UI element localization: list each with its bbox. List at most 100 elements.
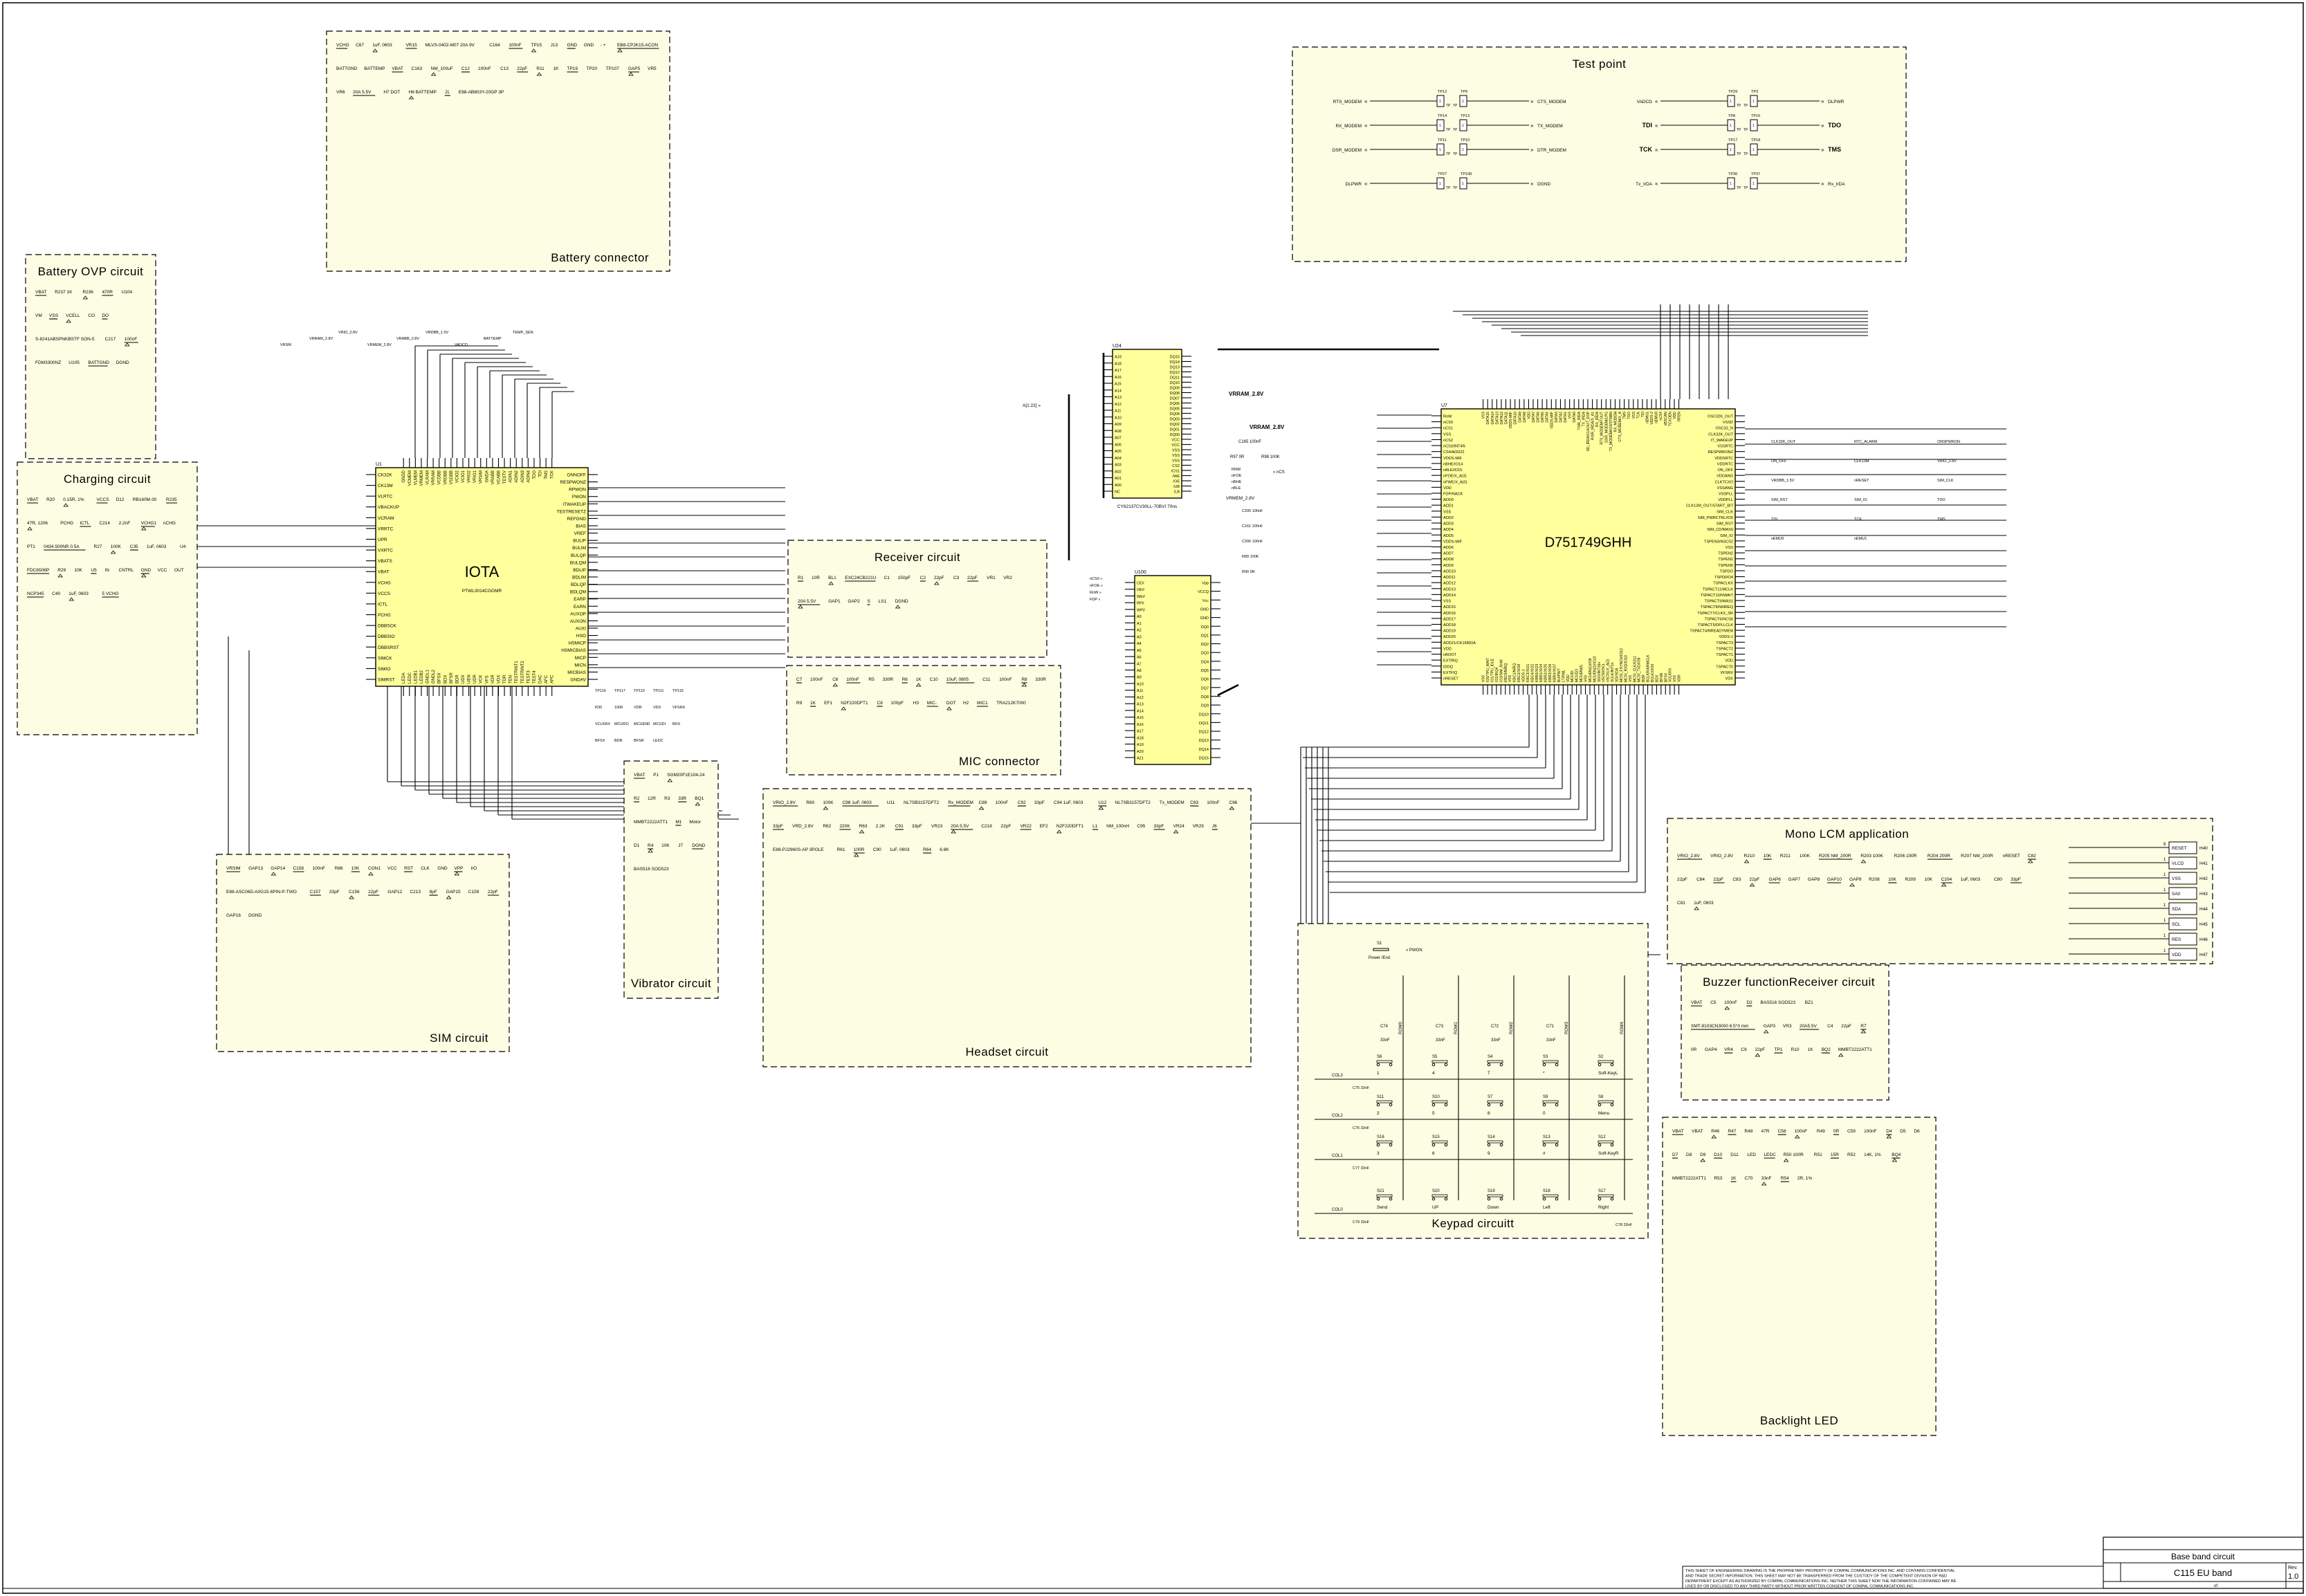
component-label: D6 <box>1914 1129 1920 1134</box>
component-label: D5 <box>1900 1129 1906 1134</box>
pin-label: CLKTCXO <box>1715 480 1734 484</box>
pin-label: VCIO1 <box>461 470 466 483</box>
component-label: 22pF <box>967 576 978 580</box>
pin-label: A17 <box>1115 369 1122 373</box>
component-label: R211 <box>1780 854 1791 859</box>
switch-contact <box>1542 1197 1546 1201</box>
component-label: J7 <box>678 843 683 848</box>
pin-label: A04 <box>1115 457 1122 461</box>
switch-contact <box>1487 1143 1491 1147</box>
chip-ref: U7 <box>1441 403 1447 408</box>
pin-label: TSPACT5/DPLLCLK <box>1698 623 1733 627</box>
pin-label: VSSPLL <box>1719 492 1733 496</box>
notice-line: USED BY OR DISCLOSED TO ANY THIRD PARTY … <box>1685 1585 1914 1589</box>
component-label: GAP8 <box>1808 877 1820 882</box>
component-label: C70 <box>1745 1176 1753 1181</box>
component-label: VBAT <box>1691 1000 1703 1005</box>
component-label: C158 <box>293 866 304 871</box>
component-label: C67 <box>356 43 364 48</box>
switch-contact <box>1598 1063 1602 1067</box>
pin-label: VLMEM <box>414 470 418 485</box>
connector-pad <box>2168 856 2197 870</box>
component-label: D10 <box>1714 1153 1722 1157</box>
pin-label: GND <box>1200 607 1209 612</box>
ground-icon <box>1941 883 1947 887</box>
net-label: TDI <box>1642 122 1653 129</box>
pin-label: ADD18 <box>1443 623 1456 627</box>
pin-label: KBC1/NIRQ <box>1513 663 1517 682</box>
pin-number: 1 <box>1730 100 1732 104</box>
net-label: VRRAM_2.8V <box>1250 424 1285 430</box>
pin-label: TDI <box>539 470 543 477</box>
component-label: 33pF <box>773 824 783 829</box>
switch-icon <box>1431 1140 1448 1144</box>
net-label: TDO <box>1828 122 1841 129</box>
component-label: R53 <box>1714 1176 1722 1181</box>
pin-label: VSS <box>1172 449 1180 453</box>
component-label: C35 <box>130 544 138 549</box>
capacitor-ref: C76 33nF <box>1353 1126 1370 1130</box>
pin-label: TSPACT6/NCS6 <box>1705 617 1733 621</box>
ground-icon <box>853 853 859 857</box>
pin-label: MCSI_CLK/IO11 <box>1633 656 1637 682</box>
pin-label: TMS <box>1623 411 1627 419</box>
component-label: TP1 <box>1774 1047 1782 1052</box>
component-label: DOT <box>946 701 956 706</box>
ground-icon <box>66 319 71 323</box>
ground-icon <box>628 72 634 76</box>
pin-label: VRIO1 <box>473 470 477 483</box>
test-point-ref: TP9 <box>1461 90 1467 94</box>
pin-label: DQ01 <box>1170 428 1180 432</box>
component-label: C214 <box>100 521 111 526</box>
pin-label: VSS <box>1443 600 1451 604</box>
component-label: GAP6 <box>1769 877 1782 882</box>
component-label: CNTRL <box>119 568 134 573</box>
switch-contact <box>1487 1063 1491 1067</box>
component-label: ICTL <box>80 521 89 526</box>
component-label: GAP9 <box>1849 877 1862 882</box>
pin-label: CS4/ADD22 <box>1443 450 1464 455</box>
net-label: nFOE <box>1232 474 1242 478</box>
component-label: R51 <box>1814 1153 1822 1157</box>
switch-contact <box>1487 1103 1491 1107</box>
component-label: VBAT <box>392 66 403 71</box>
pin-label: LT/PWL <box>1562 670 1566 682</box>
component-label: C1 <box>884 576 890 580</box>
notice-line: DEPARTMENT EXCEPT AS AUTHORIZED BY COMPA… <box>1685 1579 1956 1584</box>
net-label: VRRAM_2.8V <box>309 337 333 341</box>
pin-label: DSR_MODEM/LPG <box>1604 412 1609 443</box>
test-point-type: TP <box>1737 152 1741 156</box>
column-label: COL2 <box>1332 1114 1343 1118</box>
component-label: R209 <box>1905 877 1916 882</box>
pin-label: A1 <box>1137 622 1142 626</box>
pin-label: UPR <box>378 538 387 542</box>
switch-contact <box>1555 1063 1559 1067</box>
ground-icon <box>648 849 653 853</box>
pin-label: ADIN4 <box>527 470 531 482</box>
component-label: 100nF <box>125 337 137 342</box>
component-label: R205 NM_200R <box>1819 854 1851 859</box>
switch-icon <box>1598 1140 1614 1144</box>
pin-label: VDD <box>1443 647 1452 651</box>
component-label: R60 <box>806 800 814 805</box>
pin-label: A20 <box>1137 750 1144 754</box>
component-label: 5 VCHG <box>102 591 119 596</box>
pin-label: ADD19 <box>1443 630 1456 634</box>
data-bus <box>1217 684 1239 697</box>
component-label: R203 100K <box>1860 854 1883 859</box>
pin-label: OE# <box>1137 588 1145 592</box>
component-label: E88-ASC06D-A0G15-6PIN-P-TWO <box>226 890 297 895</box>
component-label: 6.8K <box>940 847 949 852</box>
pin-label: SIMCK <box>378 656 392 661</box>
pin-label: AUXI <box>576 627 586 632</box>
net-label: TMS <box>1937 517 1946 522</box>
pin-label: PCHG <box>378 613 391 618</box>
key-label: 4 <box>1432 1071 1435 1076</box>
component-label: C5 <box>1710 1000 1717 1005</box>
net-label: TX_MODEM <box>1537 124 1563 129</box>
